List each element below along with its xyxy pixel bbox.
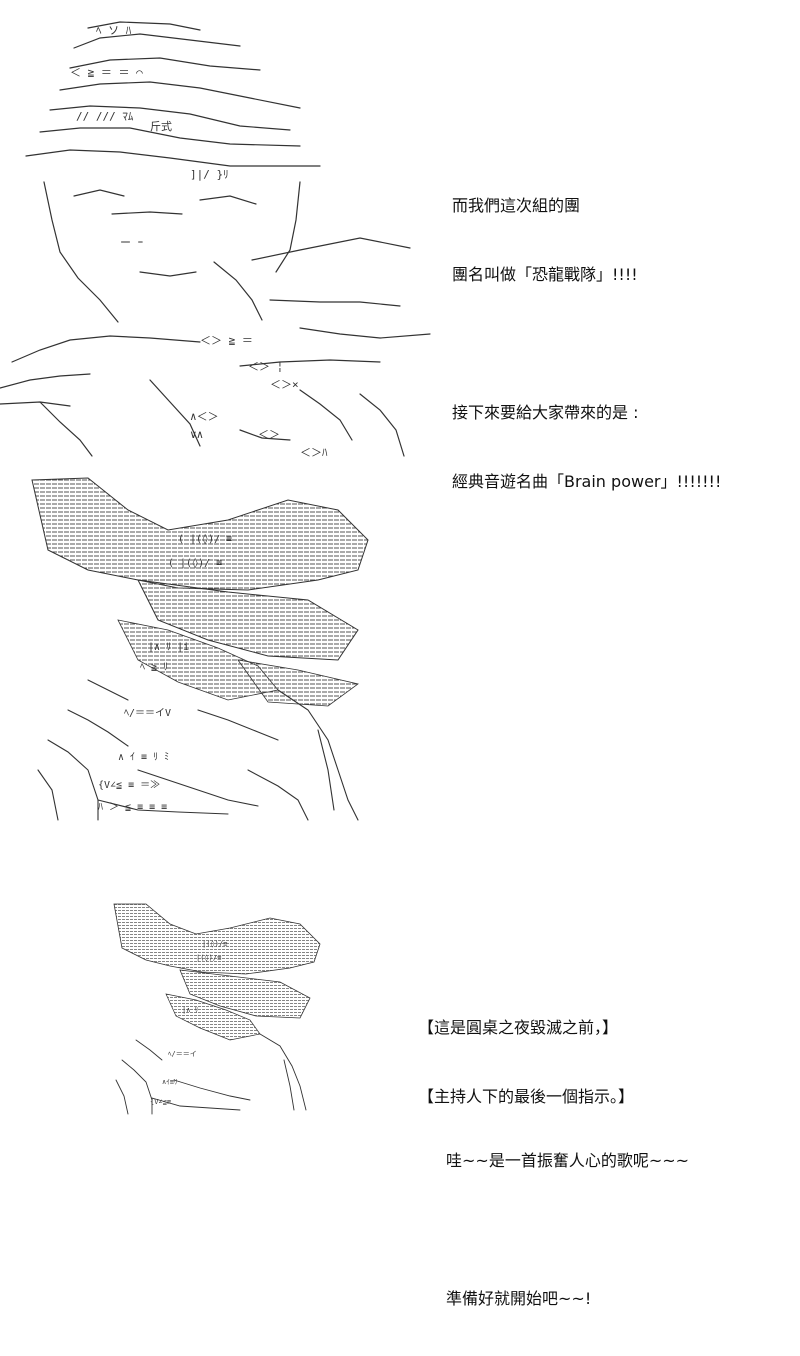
svg-text:＜＞×: ＜＞× <box>270 378 299 391</box>
svg-text:// /// ﾏﾑ: // /// ﾏﾑ <box>76 110 134 123</box>
caption-line: 哇~~是一首振奮人心的歌呢~~~ <box>446 1151 690 1170</box>
svg-text:ﾍ/＝＝イ: ﾍ/＝＝イ <box>168 1050 197 1058</box>
svg-text:ﾍ/＝＝イV: ﾍ/＝＝イV <box>124 708 171 719</box>
svg-text:∧ ｲ ≡ ﾘ ﾐ: ∧ ｲ ≡ ﾘ ﾐ <box>118 752 169 763</box>
caption-panel-1: 而我們這次組的團 團名叫做「恐龍戰隊」!!!! 接下來要給大家帶來的是 : 經典… <box>452 148 721 539</box>
svg-text:ﾊ ＞ ≦ ≡ ≡ ≡: ﾊ ＞ ≦ ≡ ≡ ≡ <box>98 802 167 813</box>
svg-text:|(◊)/≡: |(◊)/≡ <box>196 954 221 962</box>
svg-text:|(◊)/≡: |(◊)/≡ <box>202 940 227 948</box>
panel-1: ﾍ ソ ﾊ ＜ ≧ ＝ ＝ ⌒ // /// ﾏﾑ 斤式 ]|/ }ﾘ ー ｰ … <box>0 0 800 491</box>
svg-text:∧＜＞: ∧＜＞ <box>190 410 219 423</box>
caption-line: 團名叫做「恐龍戰隊」!!!! <box>452 265 638 284</box>
svg-text:{V∠≦ ≡ ＝≫: {V∠≦ ≡ ＝≫ <box>98 780 160 791</box>
svg-text:∨∧: ∨∧ <box>190 428 203 441</box>
caption-line: 而我們這次組的團 <box>452 196 581 215</box>
caption-line: 【主持人下的最後一個指示。】 <box>418 1087 635 1106</box>
caption-panel-3: 【這是圓桌之夜毀滅之前，】 【主持人下的最後一個指示。】 <box>418 970 634 1154</box>
svg-text:＜＞ﾊ: ＜＞ﾊ <box>300 446 328 459</box>
svg-text:|∧ ﾘ |i: |∧ ﾘ |i <box>148 642 189 653</box>
svg-text:斤式: 斤式 <box>150 120 172 133</box>
caption-line: 準備好就開始吧~~! <box>446 1289 592 1308</box>
svg-text:|∧ ﾘ: |∧ ﾘ <box>182 1006 198 1014</box>
svg-text:ﾍ ≧ ﾘ: ﾍ ≧ ﾘ <box>140 662 168 673</box>
ascii-art-witch-hat-girl-icon: ( |(◊)/ ≡ ( |(◊)/ ≡ |∧ ﾘ |i ﾍ ≧ ﾘ ﾍ/＝＝イV… <box>28 470 408 830</box>
svg-text:ー ｰ: ー ｰ <box>120 236 143 249</box>
svg-text:{V∠≦≡: {V∠≦≡ <box>150 1098 171 1106</box>
caption-line: 接下來要給大家帶來的是 : <box>452 403 639 422</box>
ascii-art-witch-hat-girl-small-icon: |(◊)/≡ |(◊)/≡ |∧ ﾘ ﾍ/＝＝イ ∧ｲ≡ﾘ {V∠≦≡ <box>110 900 330 1120</box>
svg-text:( |(◊)/ ≡: ( |(◊)/ ≡ <box>168 557 222 569</box>
svg-text:]|/ }ﾘ: ]|/ }ﾘ <box>190 168 229 181</box>
panel-3: |(◊)/≡ |(◊)/≡ |∧ ﾘ ﾍ/＝＝イ ∧ｲ≡ﾘ {V∠≦≡ 【這是圓… <box>0 880 800 1140</box>
caption-line: 【這是圓桌之夜毀滅之前，】 <box>418 1018 619 1037</box>
ascii-art-character-with-headset-icon: ﾍ ソ ﾊ ＜ ≧ ＝ ＝ ⌒ // /// ﾏﾑ 斤式 ]|/ }ﾘ ー ｰ … <box>0 10 440 460</box>
svg-text:＜＞ ≧ ＝: ＜＞ ≧ ＝ <box>200 334 253 347</box>
svg-text:＜ ≧ ＝ ＝ ⌒: ＜ ≧ ＝ ＝ ⌒ <box>70 66 143 79</box>
svg-text:ﾍ ソ ﾊ: ﾍ ソ ﾊ <box>96 24 132 37</box>
svg-text:＜＞: ＜＞ <box>258 428 280 441</box>
svg-text:＜＞ ¦: ＜＞ ¦ <box>248 360 283 373</box>
caption-line: 經典音遊名曲「Brain power」!!!!!!! <box>452 472 722 491</box>
svg-text:( |(◊)/ ≡: ( |(◊)/ ≡ <box>178 533 232 545</box>
svg-text:∧ｲ≡ﾘ: ∧ｲ≡ﾘ <box>162 1078 177 1086</box>
panel-2: ( |(◊)/ ≡ ( |(◊)/ ≡ |∧ ﾘ |i ﾍ ≧ ﾘ ﾍ/＝＝イV… <box>0 460 800 1308</box>
